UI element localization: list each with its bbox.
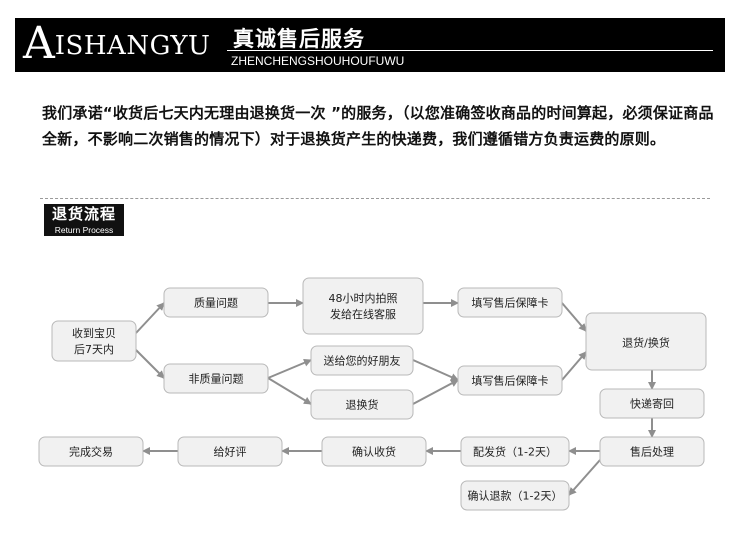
flow-step-label-line: 退换货: [346, 398, 379, 412]
flow-step-label-line: 完成交易: [69, 445, 113, 459]
flow-step-box: [310, 345, 414, 376]
flow-step-box: [599, 388, 705, 419]
flow-step-label-line: 收到宝贝: [72, 326, 116, 340]
header-title: 真诚售后服务: [233, 27, 365, 51]
flow-step-service: 售后处理: [599, 436, 705, 467]
flow-step-receive: 收到宝贝后7天内: [51, 320, 137, 362]
flow-step-ship: 配发货（1-2天）: [460, 436, 570, 467]
flow-step-box: [163, 363, 269, 394]
flow-step-box: [460, 436, 570, 467]
flow-step-label-line: 发给在线客服: [330, 307, 396, 321]
flow-arrow-2: [135, 349, 165, 379]
flow-step-label-line: 48小时内拍照: [329, 291, 398, 305]
brand-logo: AISHANGYU: [23, 22, 210, 66]
flow-step-label-line: 给好评: [214, 445, 247, 459]
flow-step-box: [51, 320, 137, 362]
return-policy-text: 我们承诺“收货后七天内无理由退换货一次 ”的服务，（以您准确签收商品的时间算起，…: [42, 104, 714, 148]
header-subtitle: ZHENCHENGSHOUHOUFUWU: [231, 54, 405, 68]
flow-step-label: 填写售后保障卡: [472, 296, 549, 310]
flow-step-label-line: 快递寄回: [630, 397, 674, 411]
flow-step-card2: 填写售后保障卡: [457, 365, 563, 396]
flow-step-label-line: 退货/换货: [622, 336, 670, 350]
flow-step-box: [302, 277, 424, 335]
flow-step-label-line: 售后处理: [630, 445, 674, 459]
flow-step-box: [460, 480, 570, 511]
flow-step-label: 退货/换货: [622, 336, 670, 350]
flow-step-label: 给好评: [214, 445, 247, 459]
flow-arrow-14: [568, 459, 601, 496]
flow-step-label-line: 确认退款（1-2天）: [468, 489, 563, 503]
flow-step-label-line: 配发货（1-2天）: [473, 445, 557, 459]
flow-step-return-exchange: 退货/换货: [585, 312, 707, 371]
flow-step-box: [599, 436, 705, 467]
header-divider: [227, 50, 713, 51]
flow-step-label-line: 填写售后保障卡: [472, 296, 549, 310]
dashed-divider: [40, 198, 710, 199]
logo-text: ISHANGYU: [54, 31, 211, 61]
flow-step-box: [38, 436, 144, 467]
flow-step-box: [177, 436, 283, 467]
flow-step-label: 确认收货: [352, 445, 396, 459]
flow-step-gift: 送给您的好朋友: [310, 345, 414, 376]
flow-arrow-7: [412, 359, 459, 381]
flow-step-label: 确认退款（1-2天）: [468, 489, 563, 503]
flow-step-label: 送给您的好朋友: [324, 354, 401, 368]
logo-initial: A: [23, 18, 55, 69]
flow-step-label: 填写售后保障卡: [472, 374, 549, 388]
section-title: 退货流程: [51, 205, 116, 223]
flow-step-refund: 确认退款（1-2天）: [460, 480, 570, 511]
flow-step-label: 质量问题: [194, 297, 238, 310]
flow-step-label-line: 非质量问题: [189, 373, 244, 386]
flow-step-label-line: 质量问题: [194, 297, 238, 310]
flow-step-confirm: 确认收货: [321, 436, 427, 467]
flow-step-label: 非质量问题: [189, 373, 244, 386]
flow-step-label: 售后处理: [630, 445, 674, 459]
flow-arrow-10: [561, 351, 587, 381]
flow-step-box: [457, 287, 563, 318]
flow-step-label: 配发货（1-2天）: [473, 445, 557, 459]
flow-step-label: 完成交易: [69, 445, 113, 459]
flow-step-label: 退换货: [346, 398, 379, 412]
header-banner: AISHANGYU 真诚售后服务 ZHENCHENGSHOUHOUFUWU: [15, 18, 725, 72]
flow-arrow-9: [561, 302, 587, 332]
flow-step-label-line: 确认收货: [352, 445, 396, 459]
flow-arrow-8: [412, 379, 459, 405]
flow-step-label: 48小时内拍照发给在线客服: [329, 291, 398, 321]
flow-step-box: [321, 436, 427, 467]
flow-step-box: [163, 287, 269, 318]
flow-step-done: 完成交易: [38, 436, 144, 467]
flow-step-box: [585, 312, 707, 371]
flow-step-card1: 填写售后保障卡: [457, 287, 563, 318]
section-header: 退货流程 Return Process: [44, 204, 124, 236]
flow-step-express: 快递寄回: [599, 388, 705, 419]
flow-step-label-line: 后7天内: [74, 342, 114, 356]
flow-step-non-quality: 非质量问题: [163, 363, 269, 394]
flow-arrow-5: [267, 377, 312, 405]
flow-step-label: 收到宝贝后7天内: [72, 326, 116, 356]
flow-step-label: 快递寄回: [630, 397, 674, 411]
flow-step-box: [310, 389, 414, 420]
flow-step-photo: 48小时内拍照发给在线客服: [302, 277, 424, 335]
flow-step-box: [457, 365, 563, 396]
section-subtitle: Return Process: [54, 225, 114, 235]
flow-step-label-line: 填写售后保障卡: [472, 374, 549, 388]
flow-arrow-1: [135, 302, 165, 334]
flow-step-label-line: 送给您的好朋友: [324, 354, 401, 368]
flow-step-exchange: 退换货: [310, 389, 414, 420]
flow-step-quality: 质量问题: [163, 287, 269, 318]
flow-step-review: 给好评: [177, 436, 283, 467]
flow-arrow-4: [267, 359, 312, 379]
